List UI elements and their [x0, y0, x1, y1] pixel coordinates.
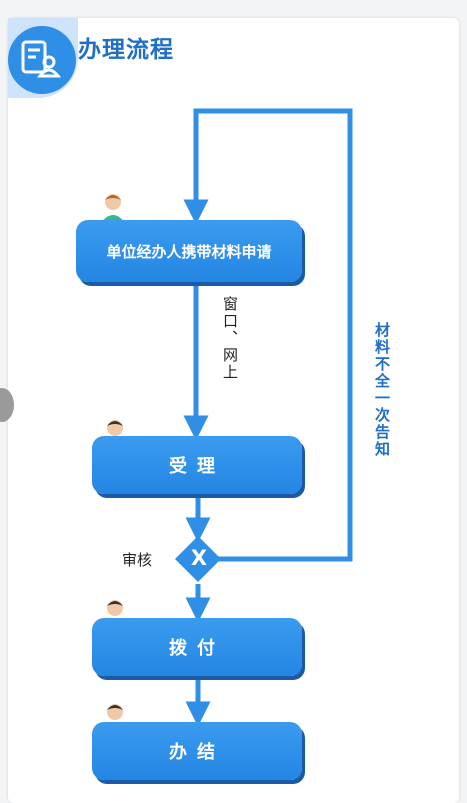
- review-gate-label: X: [190, 546, 208, 570]
- step-apply: 单位经办人携带材料申请: [76, 220, 302, 282]
- step-payment: 拨付: [92, 618, 302, 676]
- channel-label: 窗口、网上: [221, 296, 239, 381]
- sidebar-handle[interactable]: [0, 388, 14, 422]
- review-gate: [175, 536, 221, 582]
- document-user-icon: [8, 26, 76, 94]
- header-badge: [8, 18, 78, 98]
- feedback-label: 材料不全一次告知: [373, 322, 391, 458]
- page-title: 办理流程: [78, 37, 174, 63]
- step-accept: 受理: [92, 436, 302, 494]
- review-label: 审核: [122, 551, 153, 569]
- feedback-loop-line: [183, 108, 353, 562]
- step-complete: 办结: [92, 722, 302, 780]
